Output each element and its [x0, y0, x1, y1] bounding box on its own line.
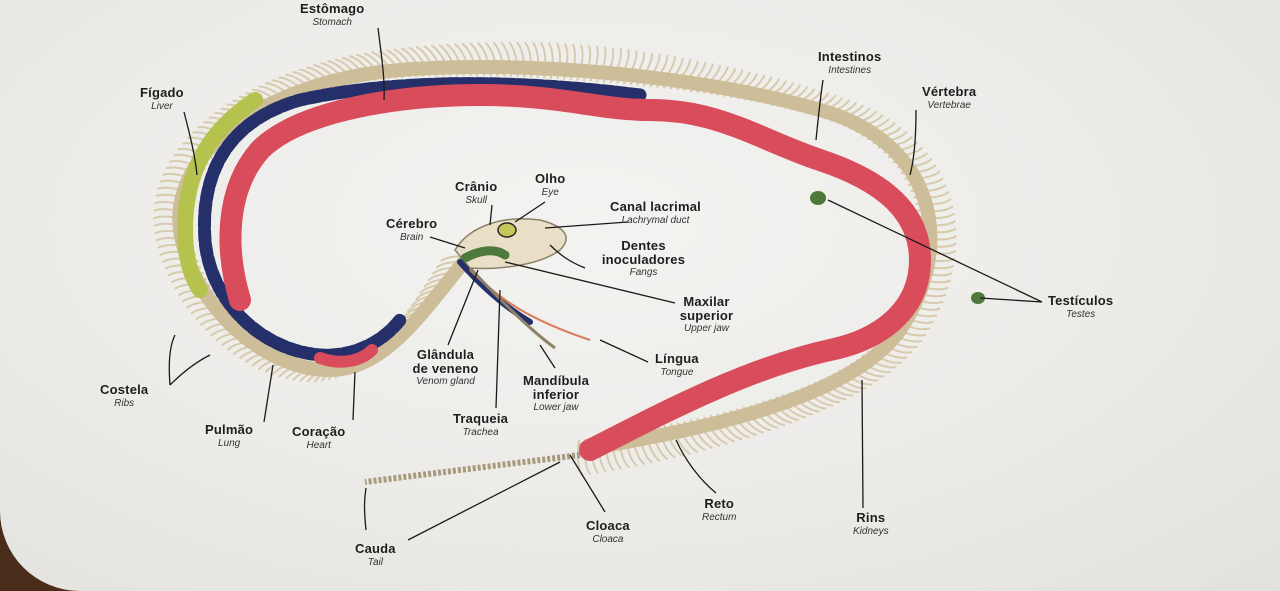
- label-testes: Testículos Testes: [1048, 293, 1114, 320]
- label-heart: Coração Heart: [292, 424, 346, 451]
- label-lower-jaw: Mandíbula inferior Lower jaw: [522, 373, 590, 414]
- label-fangs: Dentes inoculadores Fangs: [601, 238, 686, 279]
- label-kidneys: Rins Kidneys: [853, 510, 889, 537]
- testes-organ-2: [971, 292, 985, 304]
- tail-bones: [364, 452, 581, 485]
- liver-organ: [176, 92, 263, 298]
- stomach-intestine-organ: [219, 83, 932, 461]
- label-trachea: Traqueia Trachea: [453, 411, 509, 438]
- heart-organ: [314, 344, 378, 368]
- label-lung: Pulmão Lung: [205, 422, 254, 449]
- label-intestines: Intestinos Intestines: [818, 49, 882, 76]
- label-skull: Crânio Skull: [455, 179, 498, 206]
- label-ribs: Costela Ribs: [100, 382, 149, 409]
- label-eye: Olho Eye: [535, 171, 566, 198]
- label-stomach: Estômago Stomach: [300, 1, 365, 28]
- label-vertebrae: Vértebra Vertebrae: [922, 84, 977, 111]
- testes-organ-1: [810, 191, 826, 205]
- label-rectum: Reto Rectum: [702, 496, 737, 523]
- leader-lines: [168, 27, 1043, 541]
- label-liver: Fígado Liver: [140, 85, 184, 112]
- label-tongue: Língua Tongue: [655, 351, 699, 378]
- label-brain: Cérebro Brain: [386, 216, 438, 243]
- vertebral-column: [172, 59, 938, 457]
- label-venom-gland: Glândula de veneno Venom gland: [412, 347, 479, 388]
- label-upper-jaw: Maxilar superior Upper jaw: [679, 294, 734, 335]
- skull-drawing: [454, 218, 591, 350]
- label-tail: Cauda Tail: [355, 541, 396, 568]
- label-cloaca: Cloaca Cloaca: [586, 518, 630, 545]
- label-lachrymal-duct: Canal lacrimal Lachrymal duct: [610, 199, 701, 226]
